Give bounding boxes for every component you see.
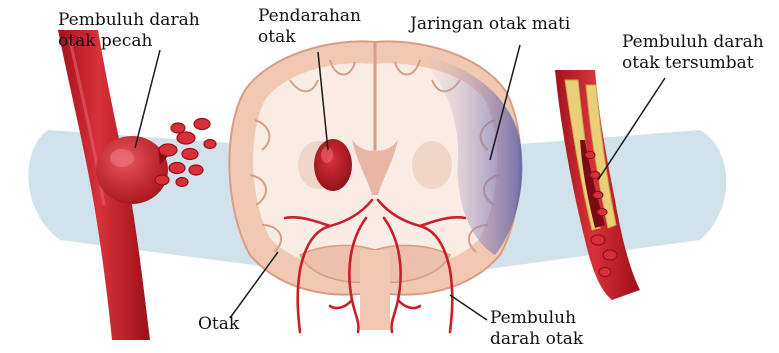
label-hemorrhage-line2: otak [258, 27, 361, 48]
label-hemorrhage-line1: Pendarahan [258, 6, 361, 27]
label-brain-vessels-line1: Pembuluh [490, 308, 583, 329]
label-blocked-vessel: Pembuluh darah otak tersumbat [622, 32, 764, 74]
label-ruptured-vessel-line2: otak pecah [58, 31, 200, 52]
aneurysm-icon [96, 136, 168, 204]
label-blocked-vessel-line2: otak tersumbat [622, 53, 764, 74]
brain-coronal-section [229, 41, 522, 332]
label-dead-tissue-line1: Jaringan otak mati [410, 14, 570, 35]
label-dead-tissue: Jaringan otak mati [410, 14, 570, 35]
label-ruptured-vessel-line1: Pembuluh darah [58, 10, 200, 31]
hemorrhage-icon [314, 139, 352, 191]
label-brain-vessels: Pembuluh darah otak [490, 308, 583, 350]
label-brain-line1: Otak [198, 314, 239, 335]
label-brain-vessels-line2: darah otak [490, 329, 583, 350]
label-hemorrhage: Pendarahan otak [258, 6, 361, 48]
label-ruptured-vessel: Pembuluh darah otak pecah [58, 10, 200, 52]
label-brain: Otak [198, 314, 239, 335]
label-blocked-vessel-line1: Pembuluh darah [622, 32, 764, 53]
